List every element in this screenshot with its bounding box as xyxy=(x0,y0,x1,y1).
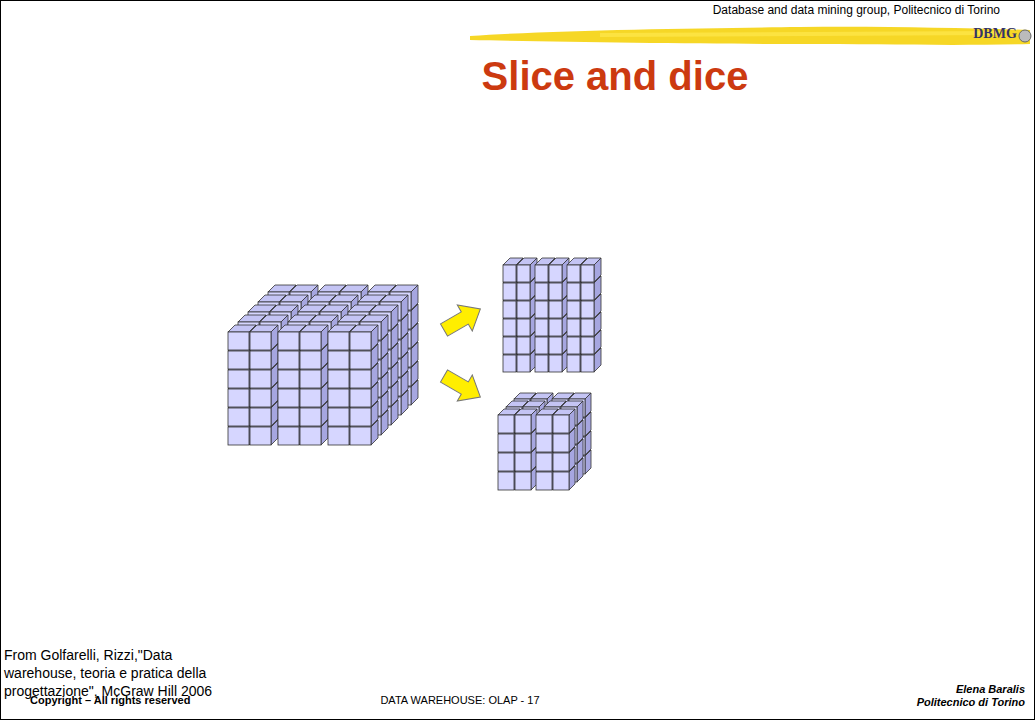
cube xyxy=(553,409,575,433)
cube xyxy=(300,325,328,350)
block-arrow xyxy=(437,296,488,343)
logo-text: DBMG xyxy=(972,26,1018,42)
source-caption: From Golfarelli, Rizzi,"Data warehouse, … xyxy=(4,646,244,700)
copyright-note: Copyright – All rights reserved xyxy=(30,694,250,707)
logo-icon xyxy=(1019,30,1031,42)
data-cube xyxy=(228,285,418,445)
author-credit: Elena Baralis Politecnico di Torino xyxy=(900,683,1025,709)
slide-title: Slice and dice xyxy=(415,54,815,99)
cube xyxy=(515,409,537,433)
cube xyxy=(517,258,537,282)
footer-title: DATA WAREHOUSE: OLAP - 17 xyxy=(340,694,580,707)
cube xyxy=(549,258,569,282)
brush-stroke xyxy=(470,27,1030,45)
cube xyxy=(250,325,278,350)
dice-result xyxy=(498,393,591,490)
cube xyxy=(350,325,378,350)
brush-highlight xyxy=(600,31,1000,37)
header-text: Database and data mining group, Politecn… xyxy=(520,3,1000,17)
slice-result xyxy=(503,258,601,372)
cube xyxy=(581,258,601,282)
cube-illustration xyxy=(228,258,601,490)
block-arrow xyxy=(437,363,488,410)
